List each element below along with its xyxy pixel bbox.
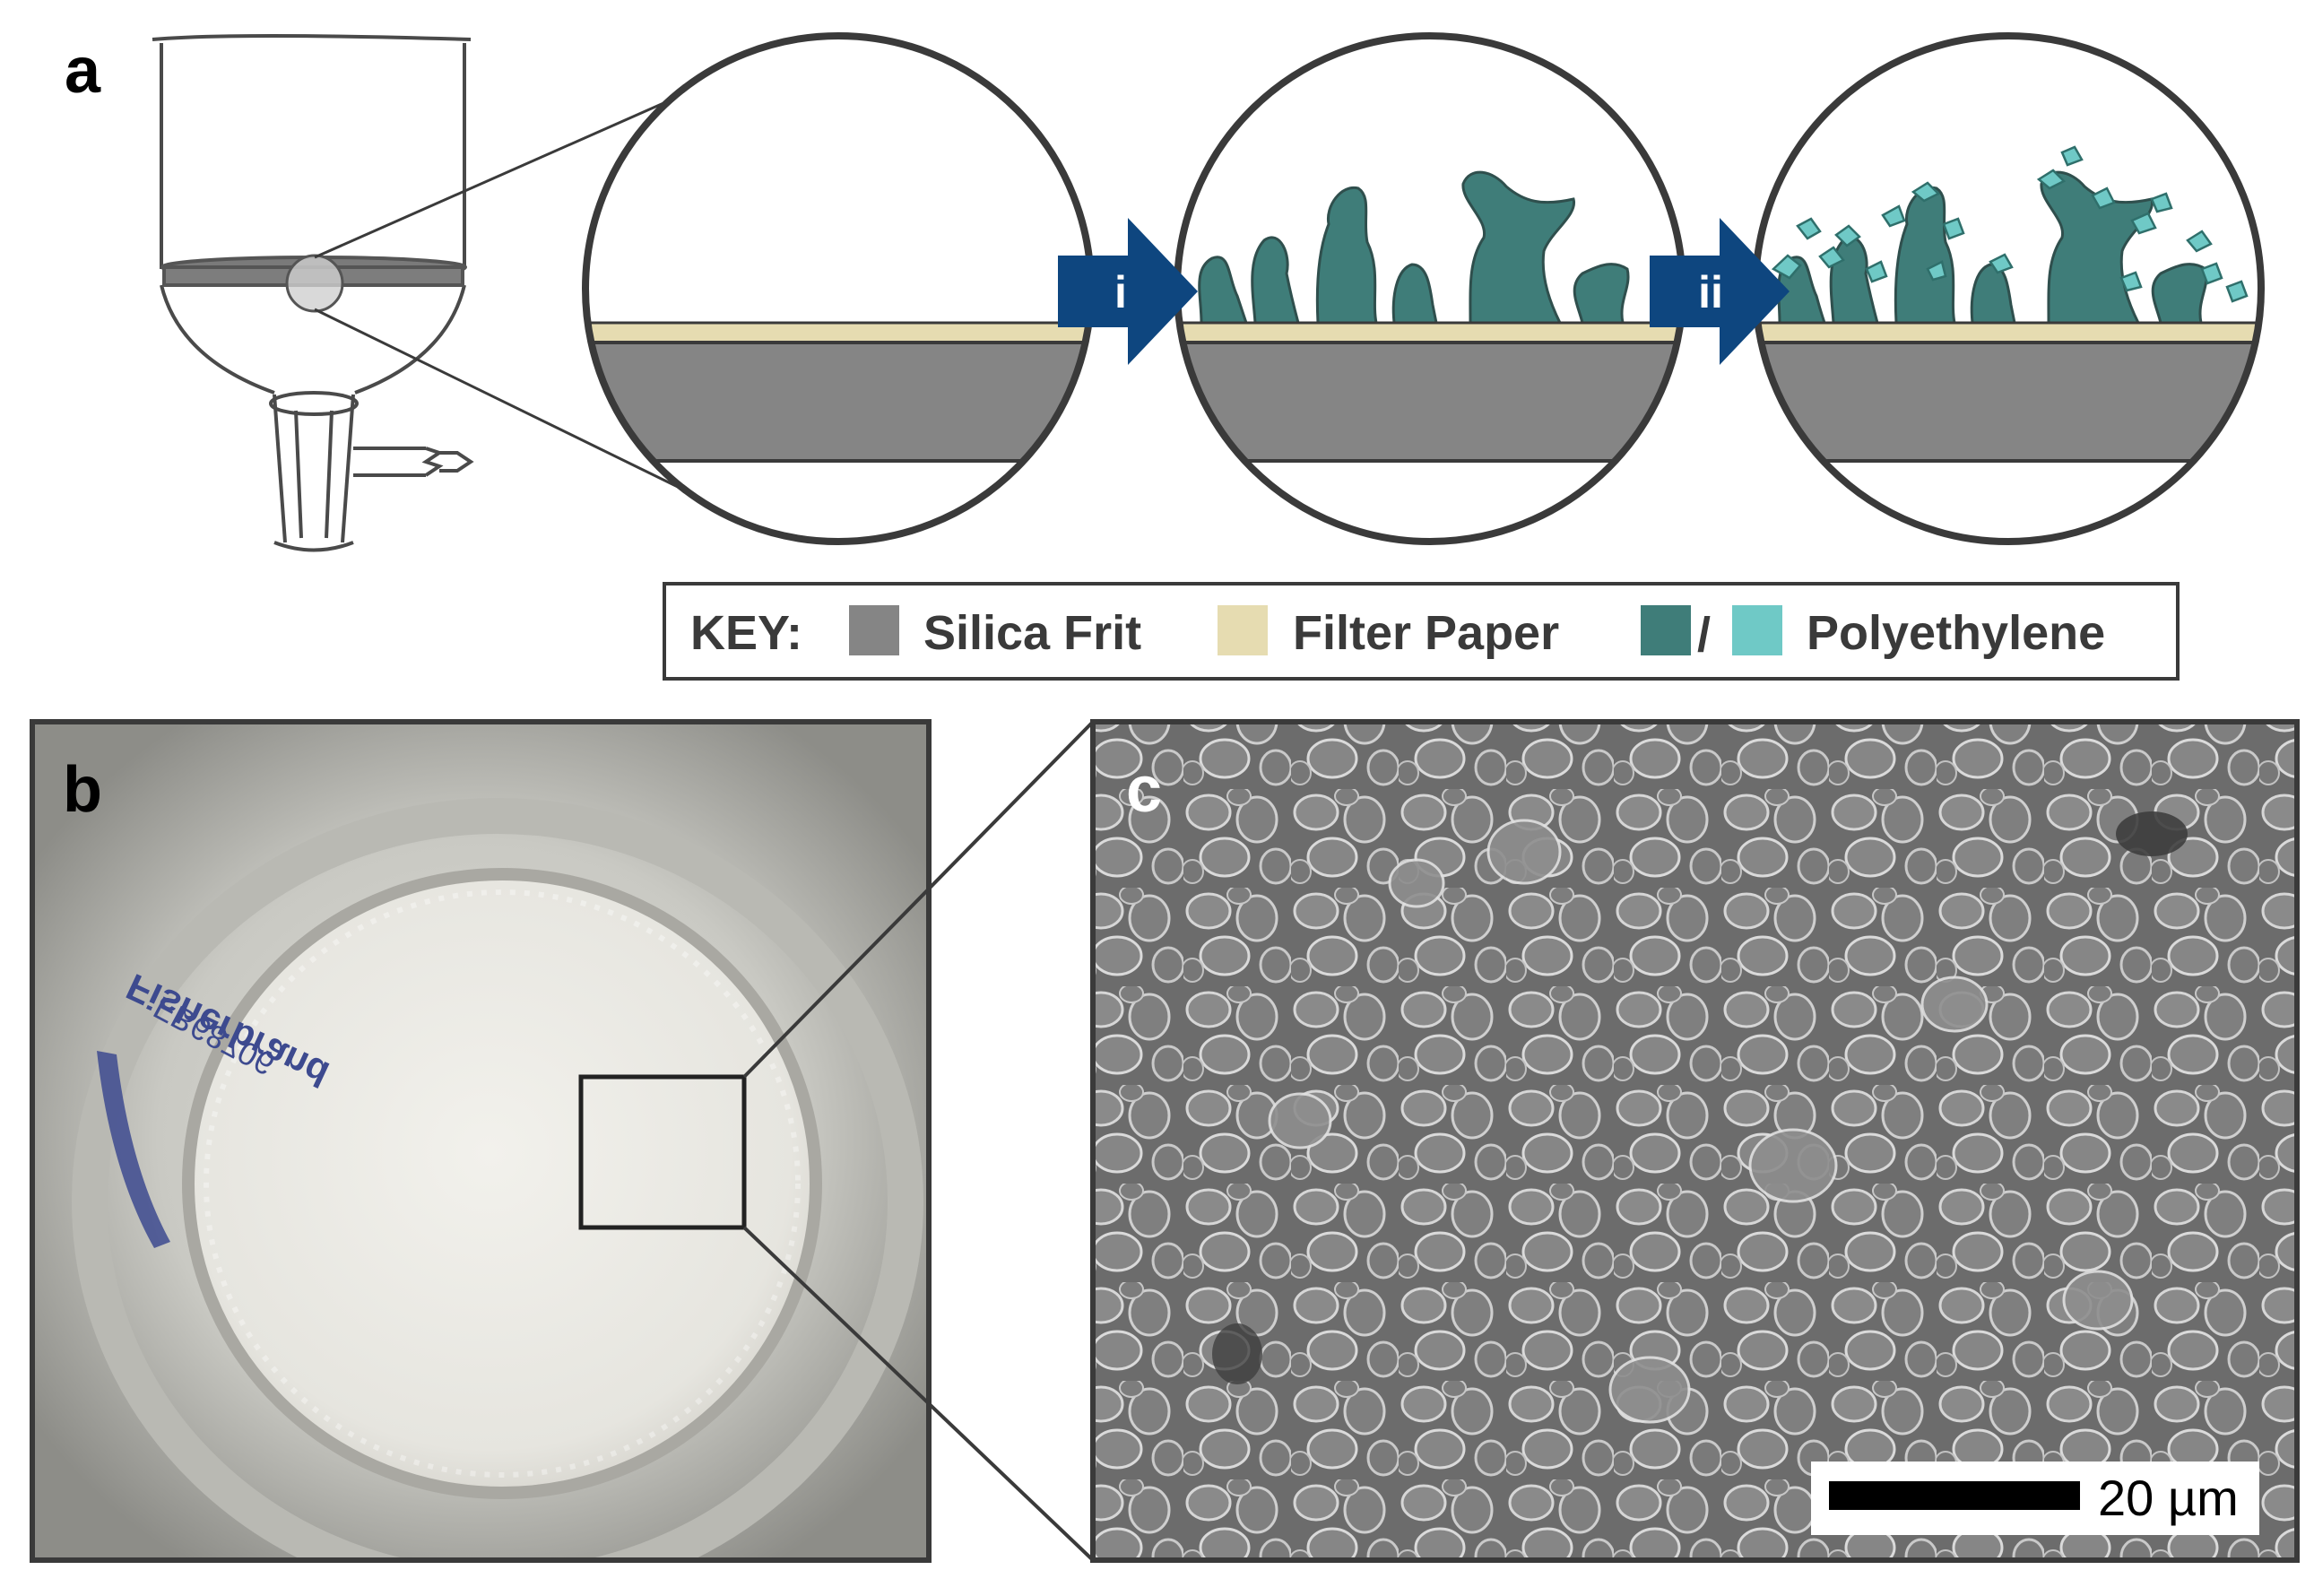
polyethylene-growth-2 [1198,170,1630,325]
zoom-line-bottom [314,308,679,489]
scale-bar [1829,1481,2080,1510]
zoom-connector-bottom [742,1226,1095,1562]
photo-blue-mark [97,1051,170,1248]
filter-paper-layer-1 [585,323,1091,343]
key-swatch-filter-paper [1218,605,1268,655]
key-label-polyethylene: Polyethylene [1807,606,2105,660]
magnified-view-1 [582,32,1095,545]
photo-zoom-box [578,1074,747,1230]
key-label-filter-paper: Filter Paper [1293,606,1559,660]
magnified-view-2 [1174,32,1686,545]
key-swatch-polyethylene-light [1732,605,1782,655]
key-swatch-silica-frit [849,605,899,655]
panel-label-a: a [65,35,101,107]
photo-panel-b: Fisherbrand FB68706 b [30,719,932,1563]
zoom-connector-top [742,720,1095,1079]
key-label-silica-frit: Silica Frit [923,606,1141,660]
bowl-rim-shadow [72,798,923,1560]
key-swatch-polyethylene-dark [1641,605,1691,655]
key-legend: KEY: Silica Frit Filter Paper / Polyethy… [663,582,2180,681]
process-arrow-ii: ii [1650,218,1790,365]
sem-panel-c: 20 µm c [1090,719,2300,1563]
arrow-label-ii: ii [1698,267,1723,317]
key-title: KEY: [690,606,802,660]
magnify-spot [285,254,344,313]
polyethylene-growth-3 [1777,170,2208,325]
scale-bar-label: 20 µm [2098,1470,2239,1526]
powder-cake [182,868,822,1499]
panel-label-c: c [1126,754,1162,826]
magnified-view-3 [1752,32,2265,545]
process-arrow-i: i [1058,218,1198,365]
arrow-label-i: i [1114,267,1127,317]
silica-frit-layer-1 [585,343,1091,461]
polyethylene-new-3 [1771,145,2249,303]
panel-label-b: b [63,754,102,826]
key-separator: / [1697,608,1711,662]
zoom-line-top [314,95,679,259]
